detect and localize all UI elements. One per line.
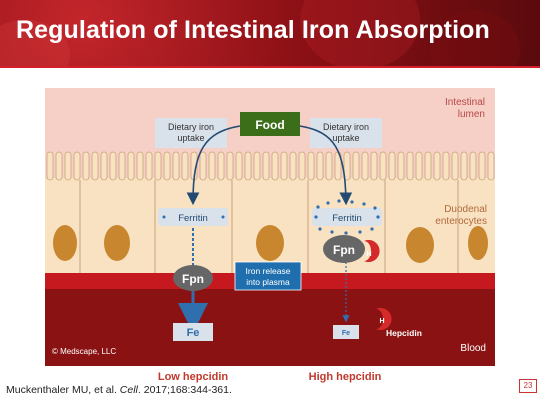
caption-low-hepcidin: Low hepcidin	[158, 371, 229, 383]
dietary-uptake-left-line2: uptake	[177, 133, 204, 143]
caption-high-hepcidin: High hepcidin	[309, 371, 382, 383]
iron-dots-right	[314, 199, 380, 235]
copyright: © Medscape, LLC	[52, 347, 116, 356]
slide-title: Regulation of Intestinal Iron Absorption	[16, 16, 490, 44]
fe-left-label: Fe	[187, 327, 200, 339]
enterocytes-label-line2: enterocytes	[435, 216, 487, 227]
page-number: 23	[519, 379, 537, 393]
citation: Muckenthaler MU, et al. Cell. 2017;168:3…	[6, 384, 232, 396]
dietary-uptake-left-line1: Dietary iron	[168, 122, 214, 132]
uptake-arrow-right	[299, 125, 353, 206]
bound-hepcidin-badge: H	[366, 251, 371, 258]
lumen-label-line2: lumen	[458, 109, 485, 120]
hepcidin-label: Hepcidin	[386, 328, 422, 338]
cell-boundaries	[79, 180, 459, 273]
dietary-uptake-left-box	[155, 118, 227, 148]
ferroportin-left	[173, 265, 213, 291]
lumen-label-line1: Intestinal	[445, 97, 485, 108]
enterocytes-label-line1: Duodenal	[444, 204, 487, 215]
iron-release-box	[234, 261, 302, 291]
nuclei	[53, 225, 488, 263]
iron-dots-left	[162, 215, 225, 219]
fe-right-label: Fe	[342, 330, 350, 337]
fpn-left-label: Fpn	[182, 272, 204, 286]
ferritin-right-box	[312, 208, 382, 226]
dietary-uptake-right-line1: Dietary iron	[323, 122, 369, 132]
ferritin-left-box	[158, 208, 228, 226]
ferritin-right-label: Ferritin	[332, 213, 362, 224]
fe-right-box	[333, 325, 359, 339]
blood-label: Blood	[460, 343, 486, 354]
title-underline	[0, 66, 540, 68]
fe-left-box	[173, 323, 213, 341]
iron-release-line2: into plasma	[246, 277, 290, 287]
food-label: Food	[255, 118, 284, 132]
iron-release-line1: Iron release	[246, 266, 291, 276]
title-banner: Regulation of Intestinal Iron Absorption	[0, 0, 540, 66]
hepcidin-icon	[376, 308, 392, 330]
microvilli	[46, 151, 495, 181]
ferritin-left-label: Ferritin	[178, 213, 208, 224]
fpn-right-label: Fpn	[333, 243, 355, 257]
blood-region	[45, 289, 495, 366]
bound-hepcidin-icon	[364, 240, 380, 263]
dietary-uptake-right-line2: uptake	[332, 133, 359, 143]
uptake-arrow-left	[186, 125, 241, 206]
hepcidin-badge: H	[379, 318, 384, 325]
ferroportin-right	[323, 235, 365, 263]
food-box	[240, 112, 300, 136]
